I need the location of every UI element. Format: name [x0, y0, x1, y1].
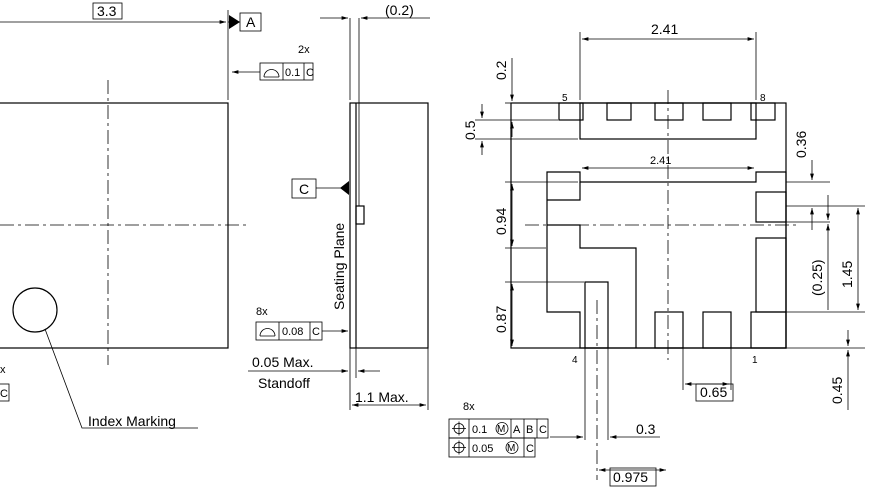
dim-0.2b-label: 0.2 — [493, 60, 509, 80]
pad-6 — [606, 102, 632, 121]
fcf-pos-01-ref-a: A — [513, 424, 521, 436]
pin-1-label: 1 — [752, 355, 758, 366]
side-view-body — [349, 102, 429, 349]
count-x: x — [0, 364, 6, 376]
fcf-flat-01-value: 0.1 — [285, 67, 300, 79]
datum-a-triangle — [229, 15, 240, 29]
fcf-flatness-008: 0.08 C — [255, 321, 323, 341]
dim-0.2-label: (0.2) — [385, 2, 414, 18]
index-marking-circle — [12, 287, 58, 333]
dim-0.65-box — [695, 383, 734, 402]
position-icon — [452, 440, 466, 455]
pad-8a — [702, 102, 732, 121]
bottom-view: 5 8 4 1 2.41 2.41 0.2 0.5 0.94 0.87 — [448, 21, 865, 487]
fcf-pos-01-ref-b: B — [526, 424, 533, 436]
dim-2.41-top-label: 2.41 — [651, 21, 678, 37]
fcf-pos-005-ref: C — [526, 443, 534, 455]
fcf-pos-01-ref-c: C — [539, 424, 547, 436]
dim-0.25-label: (0.25) — [809, 259, 825, 296]
fcf-position-01: 0.1 M A B C — [448, 418, 549, 439]
pad-3 — [654, 311, 684, 349]
fcf-flat-008-value: 0.08 — [282, 326, 303, 338]
dim-0.94-label: 0.94 — [493, 208, 509, 235]
count-8x-bottom: 8x — [463, 401, 475, 413]
exposed-pad-inner — [547, 182, 637, 348]
pad-5 — [558, 102, 584, 121]
dim-1.45-label: 1.45 — [839, 261, 855, 288]
dim-1.1-label: 1.1 Max. — [355, 389, 409, 405]
exposed-pad-outline — [546, 171, 787, 349]
index-marking-leader — [44, 328, 198, 429]
datum-a-box — [239, 12, 262, 32]
fcf-position-005: 0.05 M C — [448, 437, 536, 458]
pad-1 — [750, 311, 787, 349]
pin-5-label: 5 — [562, 93, 568, 104]
top-view: Index Marking 3.3 A 2x 0.1 C x C — [0, 2, 314, 429]
mmc-icon — [495, 422, 509, 435]
dim-0.3-label: 0.3 — [636, 421, 656, 437]
fcf-pos-005-value: 0.05 — [472, 443, 493, 455]
count-8x-side: 8x — [256, 306, 268, 318]
datum-c-label: C — [299, 181, 309, 197]
seating-plane-label: Seating Plane — [331, 223, 347, 310]
pin-8-label: 8 — [760, 93, 766, 104]
fcf-flatness-01: 0.1 C — [259, 62, 314, 81]
side-view-terminal — [355, 205, 365, 225]
dim-0.975-box — [609, 467, 657, 487]
fcf-left-partial-ref: C — [0, 388, 8, 400]
mmc-icon — [505, 441, 519, 454]
pad-7 — [654, 102, 684, 121]
mmc-icon-glyph: M — [497, 424, 505, 435]
mmc-icon-glyph: M — [507, 443, 515, 454]
top-view-body — [0, 102, 229, 349]
dim-3.3-box — [92, 2, 123, 20]
index-marking-label: Index Marking — [88, 413, 176, 429]
exposed-pad-right — [755, 237, 787, 313]
fcf-flat-008-ref: C — [312, 326, 320, 338]
fcf-flat-01-ref: C — [306, 67, 314, 79]
dim-0.36-label: 0.36 — [793, 131, 809, 158]
dim-0.5-label: 0.5 — [462, 120, 478, 140]
datum-c-triangle — [340, 181, 349, 195]
position-icon — [452, 421, 466, 436]
fcf-left-partial — [0, 383, 10, 402]
dim-0.87-label: 0.87 — [493, 306, 509, 333]
pad-4 — [584, 281, 609, 349]
surface-profile-icon — [259, 328, 276, 337]
surface-profile-icon — [263, 69, 280, 78]
pad-2 — [702, 311, 732, 349]
dim-0.65-label: 0.65 — [700, 384, 727, 400]
fcf-pos-01-value: 0.1 — [472, 424, 487, 436]
datum-a-label: A — [246, 14, 256, 30]
standoff-value: 0.05 Max. — [252, 354, 313, 370]
dim-2.41-mid-label: 2.41 — [650, 155, 671, 167]
exposed-pad-notch — [755, 191, 787, 223]
pad-8 — [750, 102, 776, 121]
pin-4-label: 4 — [572, 355, 578, 366]
dim-3.3-label: 3.3 — [97, 3, 117, 19]
datum-c-box — [291, 178, 317, 199]
dim-0.975-label: 0.975 — [613, 469, 648, 485]
standoff-label: Standoff — [258, 375, 310, 391]
count-2x: 2x — [298, 44, 310, 56]
side-view: (0.2) C Seating Plane 8x 0.08 C 0.05 Max… — [248, 2, 430, 410]
dim-0.45-label: 0.45 — [829, 377, 845, 404]
